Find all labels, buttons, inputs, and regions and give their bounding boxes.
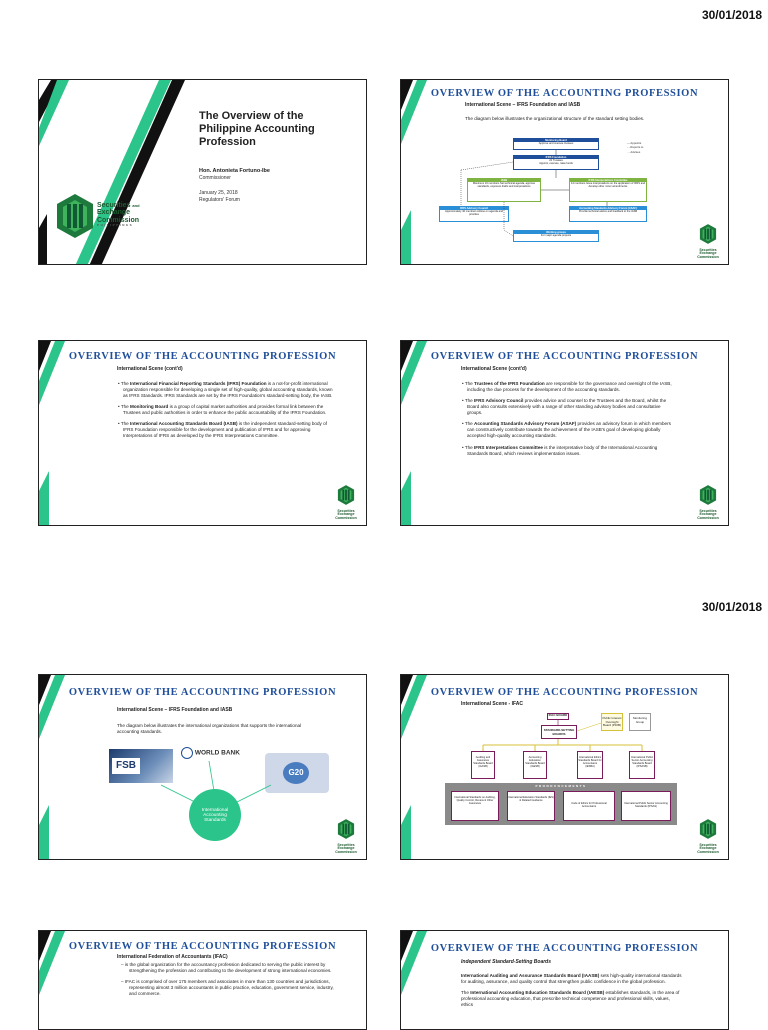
page-date: 30/01/2018 [701,8,762,22]
page-date: 30/01/2018 [701,600,762,614]
presentation-date: January 25, 2018 [199,190,238,196]
ipsasb-box: International Public Sector Accounting S… [629,751,655,779]
diagram-connectors [460,150,608,237]
decorative-stripes [39,80,185,264]
diagram-intro: The diagram below illustrates the organi… [465,116,645,121]
sec-logo-icon [57,194,93,238]
slide-ifac-diagram: OVERVIEW OF THE ACCOUNTING PROFESSION In… [400,674,729,860]
ifric-box: IFRS Interpretations Committee 14 member… [569,178,647,202]
presenter-name: Hon. Antonieta Fortuno-Ibe [199,168,270,174]
iesba-box: International Ethics Standards Board for… [577,751,603,779]
presentation-title: The Overview of the Philippine Accountin… [199,110,315,149]
fsb-image: FSB [109,749,173,783]
slide-heading: OVERVIEW OF THE ACCOUNTING PROFESSION [430,88,699,99]
slide-intro: The diagram below illustrates the intern… [117,723,302,735]
decorative-stripes [401,931,427,995]
slide-bullets: The Trustees of the IFRS Foundation are … [461,381,675,462]
decorative-stripes [401,341,427,525]
center-circle: International Accounting Standards [189,789,241,841]
decorative-stripes [401,675,427,859]
slide-subheading: International Scene – IFRS Foundation an… [117,707,233,713]
standard-setting-boards-box: STANDARD-SETTING BOARDS [541,725,577,739]
slide-trustees-text: OVERVIEW OF THE ACCOUNTING PROFESSION In… [400,340,729,526]
slide-bullets: is the global organization for the accou… [117,962,339,1002]
pronouncements-panel: PRONOUNCEMENTS International Standards o… [445,783,677,825]
iasb-box: IASB Maximum 16 members Set technical ag… [467,178,541,202]
output-isa: International Standards on Auditing, Qua… [451,791,499,821]
sec-logo-icon [699,223,717,244]
decorative-stripes [39,675,65,859]
slide-ifrs-structure: OVERVIEW OF THE ACCOUNTING PROFESSION In… [400,79,729,265]
sec-logo-icon [699,818,717,839]
slide-subheading: International Scene (cont'd) [117,366,183,372]
output-ies: International Education Standards (IES) … [507,791,555,821]
slide-standard-setting-boards: OVERVIEW OF THE ACCOUNTING PROFESSION In… [400,930,729,1030]
working-groups-box: Working groups For major agenda projects [513,230,599,242]
iaasb-box: Auditing and Assurance Standards Board (… [471,751,495,779]
slide-bullets: The International Financial Reporting St… [117,381,337,445]
sec-logo-icon [337,818,355,839]
slide-heading: OVERVIEW OF THE ACCOUNTING PROFESSION [68,941,337,952]
logo-text: Securities and Exchange Commission PHILI… [97,202,140,228]
iaesb-box: Accounting Education Standards Board (IA… [523,751,547,779]
monitoring-board-box: Monitoring Board Approve and oversee tru… [513,138,599,150]
slide-heading: OVERVIEW OF THE ACCOUNTING PROFESSION [430,687,699,698]
output-code-of-ethics: Code of Ethics for Professional Accounta… [563,791,615,821]
globe-icon [181,747,193,759]
asaf-box: Accounting Standards Advisory Forum (ASA… [569,206,647,222]
advisory-council-box: IFRS Advisory Council Approximately 40 m… [439,206,509,222]
sec-logo-icon [337,484,355,505]
diagram-connectors [160,760,272,804]
slide-subheading: International Scene – IFRS Foundation an… [465,102,581,108]
slide-subheading: International Federation of Accountants … [117,954,228,960]
slide-intl-organizations: OVERVIEW OF THE ACCOUNTING PROFESSION In… [38,674,367,860]
decorative-stripes [401,80,427,264]
presenter-role: Commissioner [199,175,231,181]
slide-heading: OVERVIEW OF THE ACCOUNTING PROFESSION [68,351,337,362]
slide-subheading: Independent Standard-Setting Boards [461,959,552,965]
worldbank-logo: WORLD BANK [181,747,240,759]
slide-subheading: International Scene - IFAC [461,701,523,707]
monitoring-group-box: Monitoring Group [629,713,651,731]
slide-heading: OVERVIEW OF THE ACCOUNTING PROFESSION [430,351,699,362]
slide-paragraphs: International Auditing and Assurance Sta… [461,973,682,1008]
decorative-stripes [39,341,65,525]
slide-ifrs-foundation-text: OVERVIEW OF THE ACCOUNTING PROFESSION In… [38,340,367,526]
diagram-legend: — Appoints - - Reports to ··· Advises [627,141,644,154]
diagram-connectors [482,720,643,751]
slide-heading: OVERVIEW OF THE ACCOUNTING PROFESSION [68,687,337,698]
presentation-event: Regulators' Forum [199,197,240,203]
slide-title: Securities and Exchange Commission PHILI… [38,79,367,265]
output-ipsas: International Public Sector Accounting S… [621,791,671,821]
sec-logo-icon [699,484,717,505]
slide-subheading: International Scene (cont'd) [461,366,527,372]
piob-box: Public Interest Oversight Board (PIOB) [601,713,623,731]
ifrs-foundation-box: IFRS Foundation 22 Trustees Appoint, ove… [513,155,599,170]
ifac-board-box: IFAC BOARD [547,713,569,720]
decorative-stripes [39,931,65,995]
slide-heading: OVERVIEW OF THE ACCOUNTING PROFESSION [430,943,699,954]
slide-ifac-text: OVERVIEW OF THE ACCOUNTING PROFESSION In… [38,930,367,1030]
g20-image: G20 [265,753,329,793]
